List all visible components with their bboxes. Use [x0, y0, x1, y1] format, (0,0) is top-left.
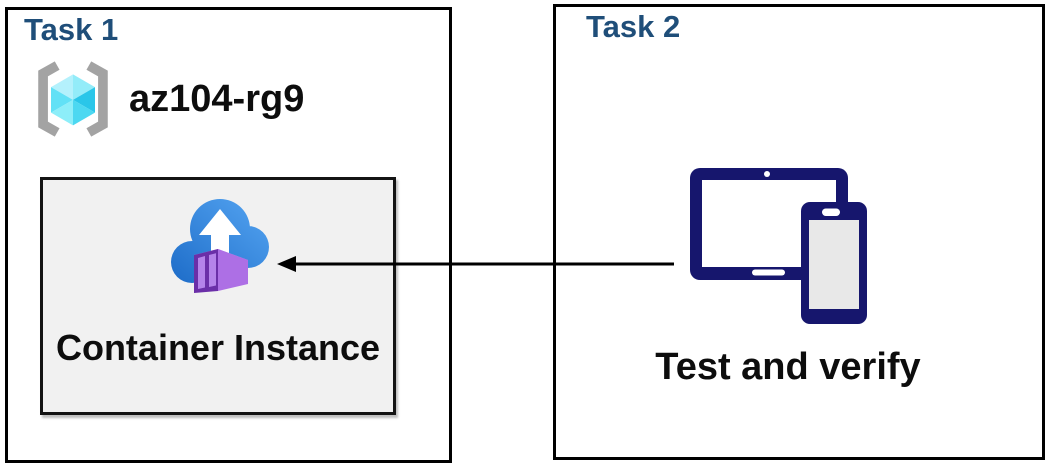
task2-title: Task 2: [586, 9, 681, 44]
task1-title: Task 1: [24, 12, 119, 47]
container-instance-label: Container Instance: [55, 327, 381, 368]
arrow-task2-to-container: [277, 256, 674, 272]
resource-group-icon: [38, 61, 108, 137]
container-instances-icon: [171, 199, 269, 293]
test-and-verify-label: Test and verify: [655, 346, 921, 388]
tablet-and-phone-icon: [690, 168, 867, 324]
resource-group-name: az104-rg9: [129, 78, 305, 120]
